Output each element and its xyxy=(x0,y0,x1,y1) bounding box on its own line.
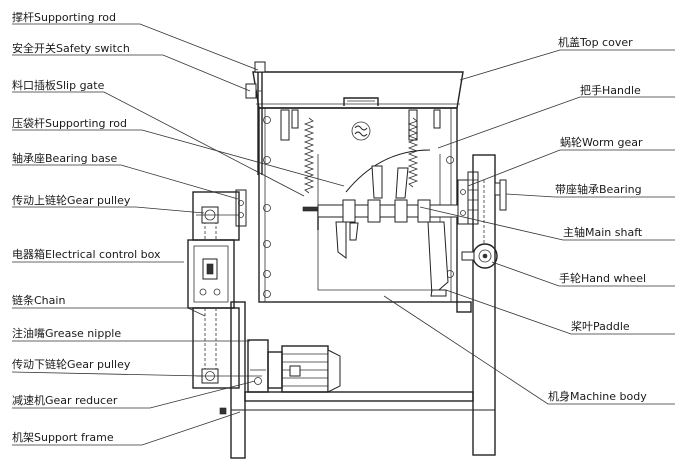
label-electrical-box: 电器箱Electrical control box xyxy=(12,247,184,263)
label-main-shaft: 主轴Main shaft xyxy=(419,206,675,241)
gear-pulley-lower xyxy=(196,368,262,384)
svg-text:撑杆Supporting rod: 撑杆Supporting rod xyxy=(12,10,116,24)
svg-text:传动上链轮Gear pulley: 传动上链轮Gear pulley xyxy=(12,193,131,207)
label-machine-body: 机身Machine body xyxy=(383,295,675,405)
label-paddle: 桨叶Paddle xyxy=(445,289,675,335)
svg-text:机架Support frame: 机架Support frame xyxy=(12,430,114,444)
label-handle: 把手Handle xyxy=(437,83,675,149)
springs xyxy=(303,117,419,194)
label-gear-pulley-upper: 传动上链轮Gear pulley xyxy=(12,193,205,214)
svg-text:主轴Main shaft: 主轴Main shaft xyxy=(563,225,643,239)
svg-text:电器箱Electrical control box: 电器箱Electrical control box xyxy=(12,247,161,261)
slip-gate xyxy=(302,206,320,230)
svg-text:蜗轮Worm gear: 蜗轮Worm gear xyxy=(560,135,643,149)
svg-text:轴承座Bearing base: 轴承座Bearing base xyxy=(12,151,118,165)
label-supporting-rod-top: 撑杆Supporting rod xyxy=(12,10,259,71)
svg-text:链条Chain: 链条Chain xyxy=(12,293,65,307)
label-worm-gear: 蜗轮Worm gear xyxy=(467,135,675,187)
label-supporting-rod-bag: 压袋杆Supporting rod xyxy=(12,116,345,187)
label-top-cover: 机盖Top cover xyxy=(459,35,675,81)
electrical-box xyxy=(187,239,235,309)
svg-text:桨叶Paddle: 桨叶Paddle xyxy=(571,319,630,333)
svg-text:机盖Top cover: 机盖Top cover xyxy=(558,35,633,49)
safety-switch xyxy=(245,83,262,99)
svg-text:带座轴承Bearing: 带座轴承Bearing xyxy=(555,182,642,196)
svg-text:把手Handle: 把手Handle xyxy=(580,83,641,97)
right-frame-column xyxy=(472,154,507,456)
chain-housing xyxy=(192,191,240,389)
gear-pulley-upper xyxy=(196,206,238,224)
label-gear-pulley-lower: 传动下链轮Gear pulley xyxy=(11,357,204,377)
label-grease-nipple: 注油嘴Grease nipple xyxy=(12,326,250,342)
label-slip-gate: 料口插板Slip gate xyxy=(12,78,305,197)
svg-text:减速机Gear reducer: 减速机Gear reducer xyxy=(12,393,118,407)
label-bearing-base: 轴承座Bearing base xyxy=(12,151,239,200)
brand-logo xyxy=(351,121,371,141)
svg-text:传动下链轮Gear pulley: 传动下链轮Gear pulley xyxy=(12,357,131,371)
svg-text:注油嘴Grease nipple: 注油嘴Grease nipple xyxy=(12,326,121,340)
main-shaft xyxy=(317,199,462,223)
left-callouts: 撑杆Supporting rod 安全开关Safety switch 料口插板S… xyxy=(11,10,345,446)
paddles xyxy=(335,165,449,298)
label-support-frame: 机架Support frame xyxy=(12,411,241,446)
svg-text:机身Machine body: 机身Machine body xyxy=(548,389,647,403)
svg-text:压袋杆Supporting rod: 压袋杆Supporting rod xyxy=(12,116,127,130)
machine-drawing xyxy=(187,61,507,459)
handle-top xyxy=(343,97,379,106)
motor xyxy=(267,345,341,393)
label-chain: 链条Chain xyxy=(12,293,206,317)
support-frame-base xyxy=(219,391,495,415)
top-cover xyxy=(252,71,464,109)
supporting-rod-top xyxy=(254,61,266,175)
label-hand-wheel: 手轮Hand wheel xyxy=(491,261,675,287)
label-safety-switch: 安全开关Safety switch xyxy=(12,41,251,92)
bearing-base-left xyxy=(235,189,247,227)
label-gear-reducer: 减速机Gear reducer xyxy=(12,380,256,409)
svg-text:手轮Hand wheel: 手轮Hand wheel xyxy=(559,271,646,285)
right-callouts: 机盖Top cover 把手Handle 蜗轮Worm gear 带座轴承Bea… xyxy=(383,35,675,405)
svg-text:料口插板Slip gate: 料口插板Slip gate xyxy=(12,78,105,92)
left-frame-column xyxy=(230,301,472,459)
label-bearing: 带座轴承Bearing xyxy=(505,182,675,198)
cover-hinges xyxy=(280,109,441,141)
hand-wheel xyxy=(461,243,498,269)
svg-text:安全开关Safety switch: 安全开关Safety switch xyxy=(12,41,130,55)
gear-reducer xyxy=(247,339,269,393)
